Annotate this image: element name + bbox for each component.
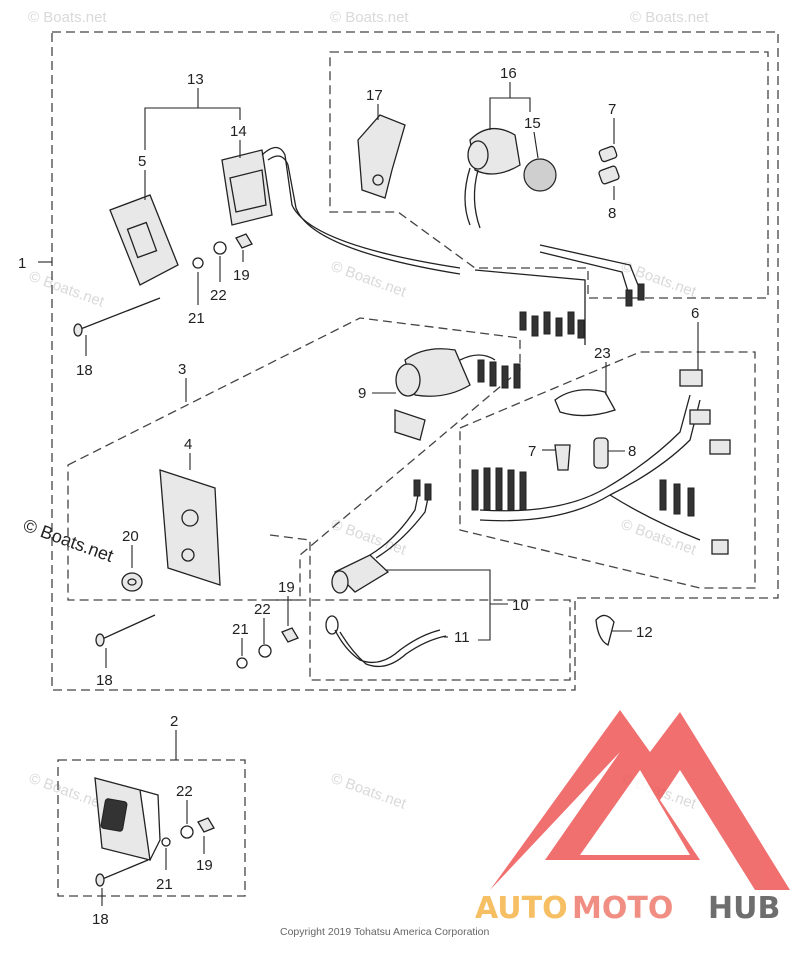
fitting-8a [598, 165, 620, 185]
callout-16: 16 [500, 65, 517, 82]
logo-hub: HUB [708, 891, 780, 926]
leader-line [144, 107, 241, 150]
cable-3 [474, 269, 586, 345]
subgroup-boundary-panel [67, 317, 521, 601]
watermark: © Boats.net [329, 516, 409, 559]
subgroup-boundary-top [329, 51, 769, 299]
fitting-8b [593, 437, 609, 469]
fitting-7a [598, 145, 618, 163]
screw-18b [99, 614, 156, 641]
copyright-notice: Copyright 2019 Tohatsu America Corporati… [280, 926, 490, 938]
callout-19a: 19 [233, 267, 250, 284]
screw-18c [99, 859, 149, 881]
callout-8a: 8 [608, 205, 616, 222]
callout-4: 4 [184, 436, 192, 453]
watermark: © Boats.net [27, 770, 107, 813]
subgroup-boundary-kill-switch [269, 534, 571, 681]
leader-line [385, 569, 491, 641]
washer-22 [213, 241, 227, 255]
switch-panel-2 [94, 777, 161, 861]
callout-1: 1 [18, 255, 26, 272]
screw-18 [77, 297, 161, 331]
callout-6: 6 [691, 305, 699, 322]
bracket-17 [357, 114, 406, 199]
callout-15: 15 [524, 115, 541, 132]
hardware-set-top [73, 233, 253, 337]
callout-18c: 18 [92, 911, 109, 928]
callout-23: 23 [594, 345, 611, 362]
callout-7b: 7 [528, 443, 536, 460]
washer-22b [258, 644, 272, 658]
nut-19b [281, 627, 299, 643]
callout-12: 12 [636, 624, 653, 641]
watermark-group: © Boats.net © Boats.net © Boats.net © Bo… [21, 9, 710, 813]
callout-14: 14 [230, 123, 247, 140]
connector-bundle [519, 311, 585, 339]
callout-22c: 22 [176, 783, 193, 800]
callout-19c: 19 [196, 857, 213, 874]
cap-15 [523, 158, 557, 192]
callout-21c: 21 [156, 876, 173, 893]
panel-4 [159, 469, 221, 586]
watermark: © Boats.net [27, 268, 107, 311]
callout-17: 17 [366, 87, 383, 104]
callout-20: 20 [122, 528, 139, 545]
plate-opening [126, 221, 158, 259]
lanyard-11 [334, 629, 441, 664]
watermark: © Boats.net [330, 9, 409, 26]
callout-22b: 22 [254, 601, 271, 618]
logo-auto: AUTO [475, 891, 568, 926]
wire-top-right [539, 244, 641, 291]
clip-12 [595, 614, 615, 646]
plate-5 [109, 194, 179, 286]
callout-3: 3 [178, 361, 186, 378]
boot-plate-assembly [109, 146, 586, 345]
washer-21 [192, 257, 204, 269]
callout-5: 5 [138, 153, 146, 170]
watermark: © Boats.net [329, 770, 409, 813]
ignition-switch-9 [394, 348, 521, 441]
callout-22a: 22 [210, 287, 227, 304]
nut-20 [121, 572, 143, 592]
key-9 [394, 409, 426, 441]
cable-2 [267, 155, 461, 275]
wire-top-right-2 [539, 251, 631, 299]
watermark: © Boats.net [630, 9, 709, 26]
callout-11: 11 [454, 629, 470, 646]
logo-moto: MOTO [572, 891, 673, 926]
leader-line [533, 131, 539, 159]
clamp-23 [554, 389, 616, 417]
boot-inner [229, 169, 267, 213]
washer-21b [236, 657, 248, 669]
callout-21a: 21 [188, 310, 205, 327]
cable [261, 146, 461, 269]
callout-10: 10 [512, 597, 529, 614]
fitting-7b [554, 444, 571, 471]
harness-6 [471, 369, 731, 555]
callout-2: 2 [170, 713, 178, 730]
automotohub-logo: AUTO MOTO HUB [475, 710, 790, 926]
callout-19b: 19 [278, 579, 295, 596]
switch-16 [464, 128, 557, 229]
stop-switch-10 [331, 479, 432, 594]
nut-19c [197, 817, 215, 833]
watermark: © Boats.net [28, 9, 107, 26]
callout-8b: 8 [628, 443, 636, 460]
callout-9: 9 [358, 385, 366, 402]
callout-18b: 18 [96, 672, 113, 689]
washer-21c [161, 837, 171, 847]
washer-22c [180, 825, 194, 839]
callout-13: 13 [187, 71, 204, 88]
callout-7a: 7 [608, 101, 616, 118]
callout-21b: 21 [232, 621, 249, 638]
callout-18a: 18 [76, 362, 93, 379]
subgroup-boundary-harness [459, 351, 756, 589]
watermark: © Boats.net [329, 258, 409, 301]
nut-19 [235, 233, 253, 249]
subgroup-boundary-part2 [57, 759, 246, 897]
